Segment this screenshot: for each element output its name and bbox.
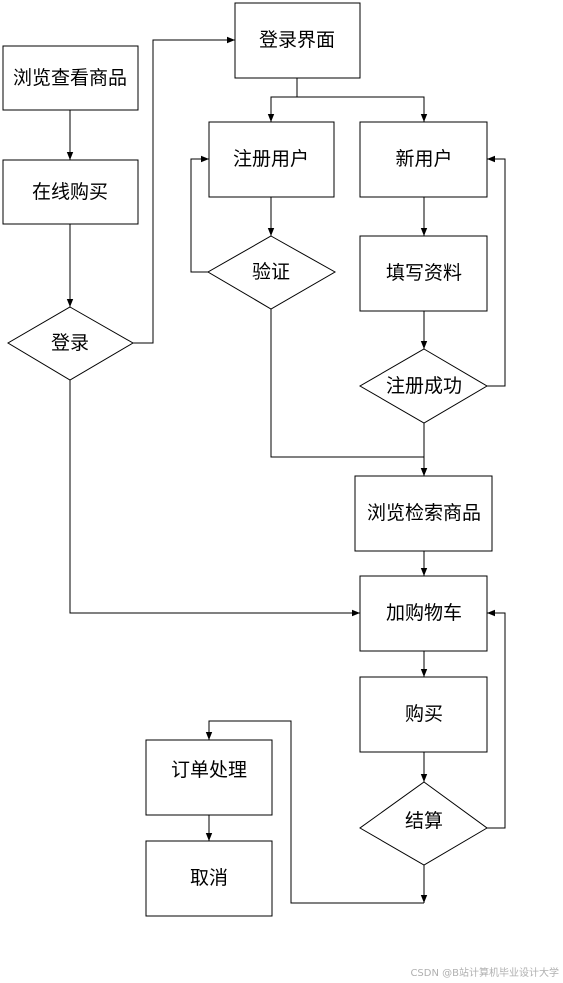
node-login-page-label: 登录界面: [259, 29, 335, 51]
node-purchase: 购买: [359, 676, 488, 753]
node-login-decision-label: 登录: [51, 332, 89, 354]
edge-checkout-to-addcart: [487, 609, 506, 829]
node-add-cart-label: 加购物车: [386, 602, 462, 624]
watermark: CSDN @B站计算机毕业设计大学: [410, 968, 559, 979]
nodes: 浏览查看商品 在线购买 登录 登录界面 注册用户 新用户 验证: [2, 2, 493, 917]
node-browse-search: 浏览检索商品: [354, 475, 493, 552]
node-register-success-label: 注册成功: [386, 375, 462, 397]
node-register-success: 注册成功: [359, 348, 488, 424]
edge-checkout-to-order: [205, 720, 424, 904]
node-online-buy: 在线购买: [2, 159, 139, 225]
edge-loginpage-to-newuser: [297, 96, 428, 122]
node-online-buy-label: 在线购买: [32, 181, 108, 203]
edge-loginpage-to-register: [267, 78, 298, 122]
node-verify-label: 验证: [252, 261, 290, 283]
node-fill-info-label: 填写资料: [386, 262, 462, 284]
node-login-decision: 登录: [7, 306, 134, 381]
node-new-user: 新用户: [359, 121, 488, 198]
node-verify: 验证: [207, 235, 337, 310]
node-purchase-label: 购买: [405, 703, 443, 725]
node-fill-info: 填写资料: [359, 235, 488, 312]
node-login-page: 登录界面: [234, 2, 361, 79]
node-browse-search-label: 浏览检索商品: [367, 502, 481, 524]
node-checkout-label: 结算: [405, 810, 443, 832]
edges: [66, 36, 506, 904]
node-cancel: 取消: [145, 840, 273, 917]
node-register-user-label: 注册用户: [233, 148, 309, 170]
edge-success-to-newuser: [487, 155, 506, 387]
node-cancel-label: 取消: [190, 867, 228, 889]
node-browse-view: 浏览查看商品: [2, 45, 139, 111]
node-order-processing: 订单处理: [145, 739, 273, 816]
node-order-processing-label: 订单处理: [171, 759, 247, 781]
node-register-user: 注册用户: [208, 121, 335, 198]
edge-verify-to-register: [190, 155, 209, 273]
node-new-user-label: 新用户: [395, 148, 452, 170]
node-browse-view-label: 浏览查看商品: [13, 67, 127, 89]
node-add-cart: 加购物车: [359, 575, 488, 652]
edge-login-to-loginpage: [133, 36, 235, 344]
node-checkout: 结算: [359, 781, 488, 866]
edge-login-to-addcart: [69, 380, 360, 617]
